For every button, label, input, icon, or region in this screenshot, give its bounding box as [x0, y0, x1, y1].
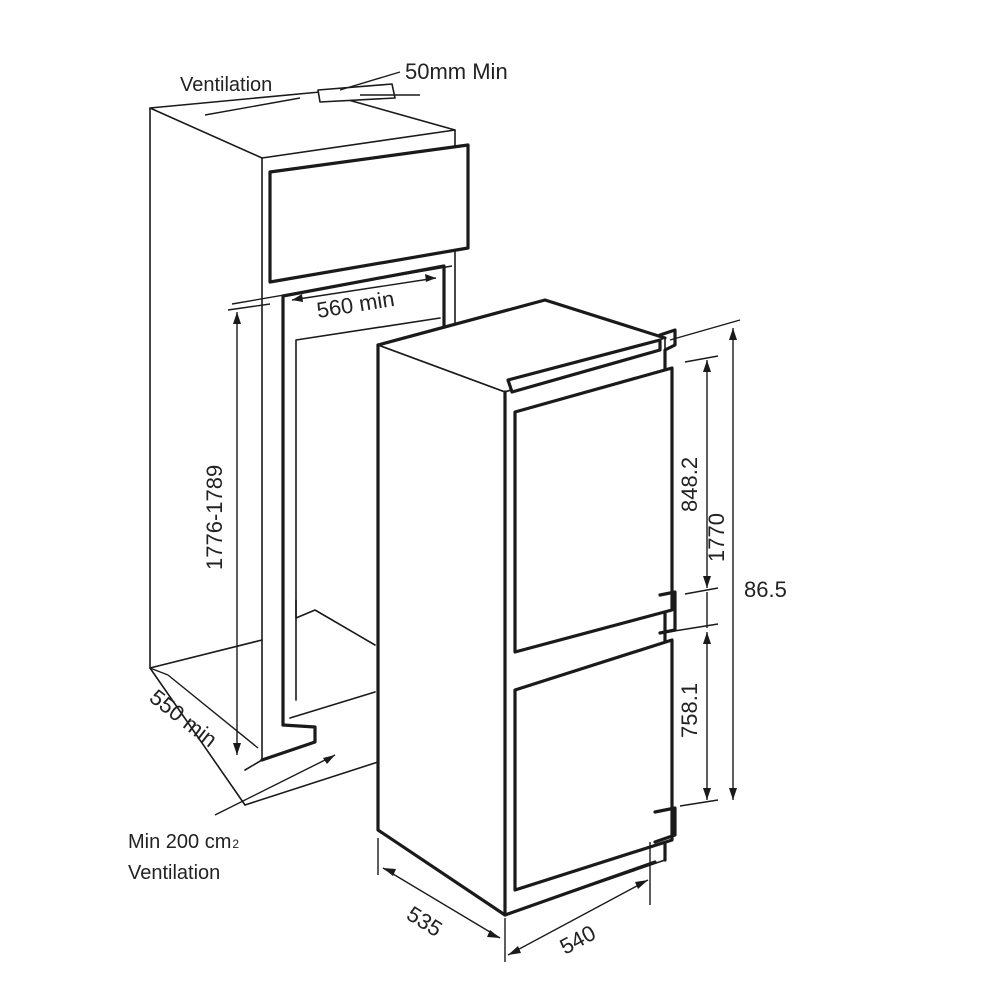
dim-1776-ext-top — [227, 303, 271, 311]
dim-540 — [507, 879, 649, 956]
appliance-top-outline — [376, 298, 667, 347]
dim-560 — [291, 277, 437, 301]
floor-front-line — [244, 761, 379, 806]
floor-corner — [244, 759, 263, 771]
appliance-bottom-edge — [503, 860, 657, 917]
arrow — [233, 743, 241, 755]
cabinet-floor — [149, 639, 263, 669]
arrow — [487, 930, 500, 938]
arrow — [635, 880, 648, 889]
ext — [679, 799, 719, 807]
arrow — [729, 788, 737, 800]
appliance-side — [377, 344, 506, 916]
niche-depth-label: 550 min — [145, 684, 222, 752]
arrow — [703, 576, 711, 588]
dimension-lines — [149, 71, 741, 962]
gap-height-label: 86.5 — [744, 577, 787, 602]
arrow — [425, 274, 436, 282]
dim-550 — [167, 674, 259, 749]
niche-floor — [295, 599, 376, 646]
arrow — [323, 755, 335, 764]
total-height-label: 1770 — [704, 513, 729, 562]
niche-height-label: 1776-1789 — [202, 465, 227, 570]
top-clearance-leader — [339, 71, 401, 91]
arrow — [508, 946, 521, 955]
upper-door — [513, 366, 674, 654]
arrow — [383, 868, 396, 876]
lower-door — [513, 638, 674, 892]
arrow — [292, 294, 303, 302]
dim-560-ext — [231, 265, 453, 305]
freezer-height-label: 848.2 — [677, 457, 702, 512]
door-gap-panel — [658, 590, 677, 635]
arrow — [233, 312, 241, 324]
arrow — [703, 632, 711, 644]
niche-width-label: 560 min — [315, 286, 396, 323]
arrow — [703, 788, 711, 800]
top-clearance-strip — [317, 83, 396, 103]
appliance — [376, 298, 677, 917]
appliance-side-outline — [376, 343, 507, 917]
plinth — [260, 723, 317, 762]
bottom-ventilation-unit-sub: 2 — [232, 837, 239, 851]
cabinet-top — [149, 91, 456, 159]
vent-bottom-leader — [214, 754, 336, 816]
dim-550-ext — [149, 667, 169, 676]
ext — [684, 355, 719, 363]
plinth-lower — [289, 691, 376, 719]
bottom-ventilation-amount: Min 200 cm — [128, 831, 231, 853]
fridge-height-label: 758.1 — [677, 683, 702, 738]
bottom-ventilation-label-line2: Ventilation — [128, 862, 220, 884]
appliance-plinth — [653, 806, 677, 844]
top-clearance-label: 50mm Min — [405, 59, 508, 84]
arrow — [729, 328, 737, 340]
ext — [669, 319, 741, 341]
niche-inner-left — [295, 317, 441, 701]
vent-top-leader — [204, 97, 301, 116]
appliance-depth-label: 535 — [402, 901, 446, 942]
hinge-bar — [506, 338, 662, 394]
upper-cupboard-door — [268, 143, 470, 284]
ext — [667, 623, 719, 633]
dim-535 — [382, 867, 501, 939]
ext — [684, 587, 719, 595]
arrow — [703, 360, 711, 372]
bottom-ventilation-label-line1: Min 200 cm2 — [128, 831, 239, 853]
ventilation-top-label: Ventilation — [180, 74, 272, 96]
